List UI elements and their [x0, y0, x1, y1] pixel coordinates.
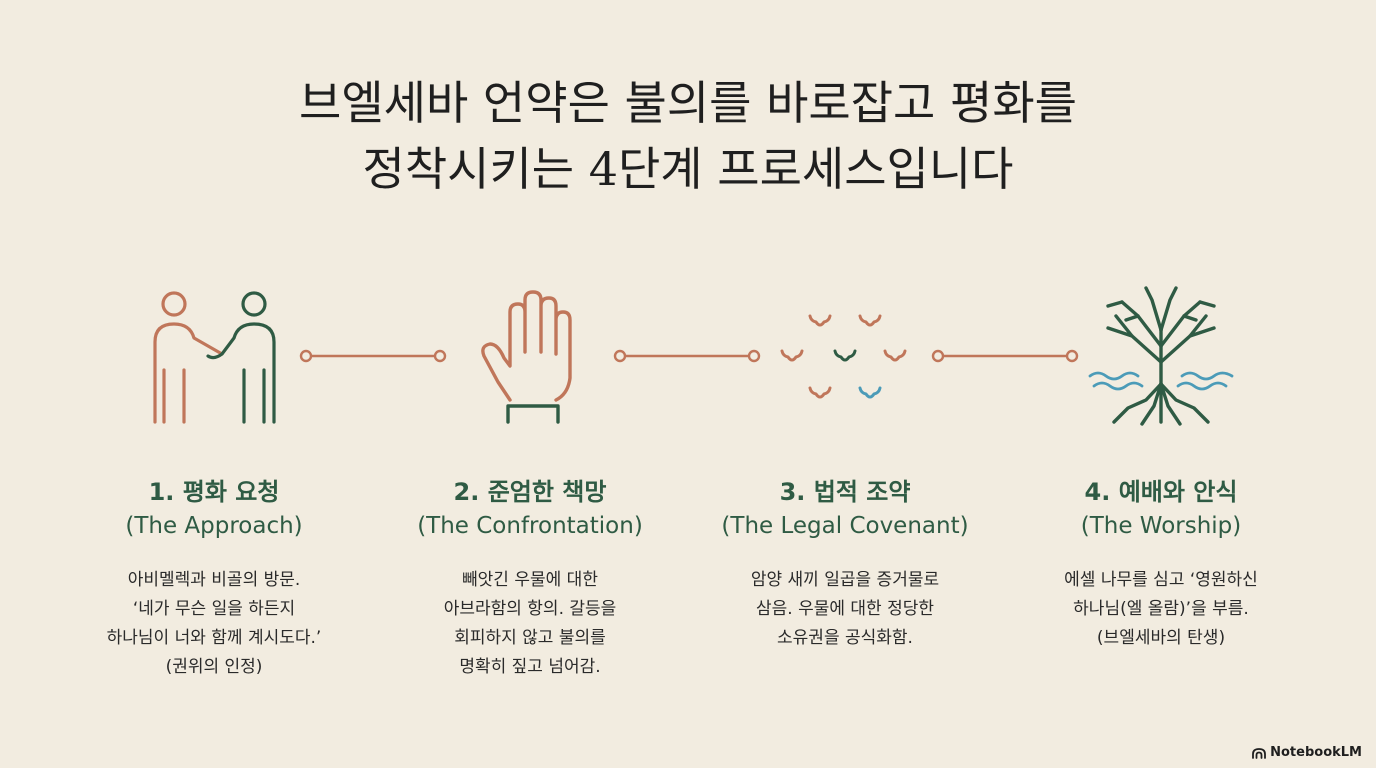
page-title: 브엘세바 언약은 불의를 바로잡고 평화를 정착시키는 4단계 프로세스입니다 — [0, 70, 1376, 202]
connector-line-2 — [613, 349, 761, 363]
step-4-description: 에셀 나무를 심고 ‘영원하신 하나님(엘 올람)’을 부름. (브엘세바의 탄… — [1064, 570, 1258, 648]
connector-line-1 — [299, 349, 447, 363]
step-3-title: 3. 법적 조약 — [779, 478, 911, 506]
step-2-description: 빼앗긴 우물에 대한 아브라함의 항의. 갈등을 회피하지 않고 불의를 명확히… — [443, 570, 617, 677]
step-4-title: 4. 예배와 안식 — [1084, 478, 1238, 506]
raised-hand-icon — [481, 290, 572, 424]
step-3-subtitle: (The Legal Covenant) — [721, 513, 969, 539]
step-3-description: 암양 새끼 일곱을 증거물로 삼음. 우물에 대한 정당한 소유권을 공식화함. — [750, 570, 940, 648]
step-2-subtitle: (The Confrontation) — [417, 513, 643, 539]
step-1-title: 1. 평화 요청 — [148, 478, 280, 506]
tree-water-icon — [1088, 286, 1234, 426]
notebooklm-brand: NotebookLM — [1252, 745, 1362, 760]
handshake-icon — [153, 291, 276, 424]
step-4-subtitle: (The Worship) — [1080, 513, 1242, 539]
title-line-1: 브엘세바 언약은 불의를 바로잡고 평화를 — [299, 76, 1077, 130]
brand-name: NotebookLM — [1270, 745, 1362, 760]
step-1-description: 아비멜렉과 비골의 방문. ‘네가 무슨 일을 하든지 하나님이 너와 함께 계… — [106, 570, 322, 677]
step-2-title: 2. 준엄한 책망 — [453, 478, 607, 506]
connector-line-3 — [931, 349, 1079, 363]
title-line-2: 정착시키는 4단계 프로세스입니다 — [362, 142, 1014, 196]
seven-lambs-icon — [780, 314, 907, 399]
step-1-subtitle: (The Approach) — [125, 513, 303, 539]
notebooklm-logo-icon — [1252, 747, 1267, 759]
